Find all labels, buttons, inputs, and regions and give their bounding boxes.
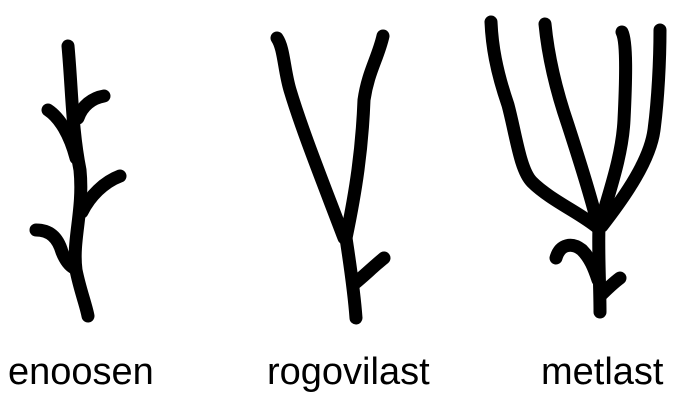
- figure-label: enoosen: [8, 352, 154, 392]
- figure-label: rogovilast: [267, 352, 430, 392]
- side-branch: [78, 96, 104, 118]
- side-branch: [82, 176, 120, 212]
- broom-shaped-branch-icon: [491, 22, 660, 312]
- side-branch: [36, 230, 74, 268]
- side-branch: [354, 258, 384, 284]
- right-fork: [346, 36, 383, 238]
- figure-label: metlast: [541, 352, 663, 392]
- single-stem-side-branches-icon: [36, 46, 120, 316]
- side-branch: [556, 245, 598, 280]
- two-forked-branch-icon: [277, 36, 384, 318]
- main-stem: [68, 46, 88, 316]
- left-fork: [277, 38, 344, 238]
